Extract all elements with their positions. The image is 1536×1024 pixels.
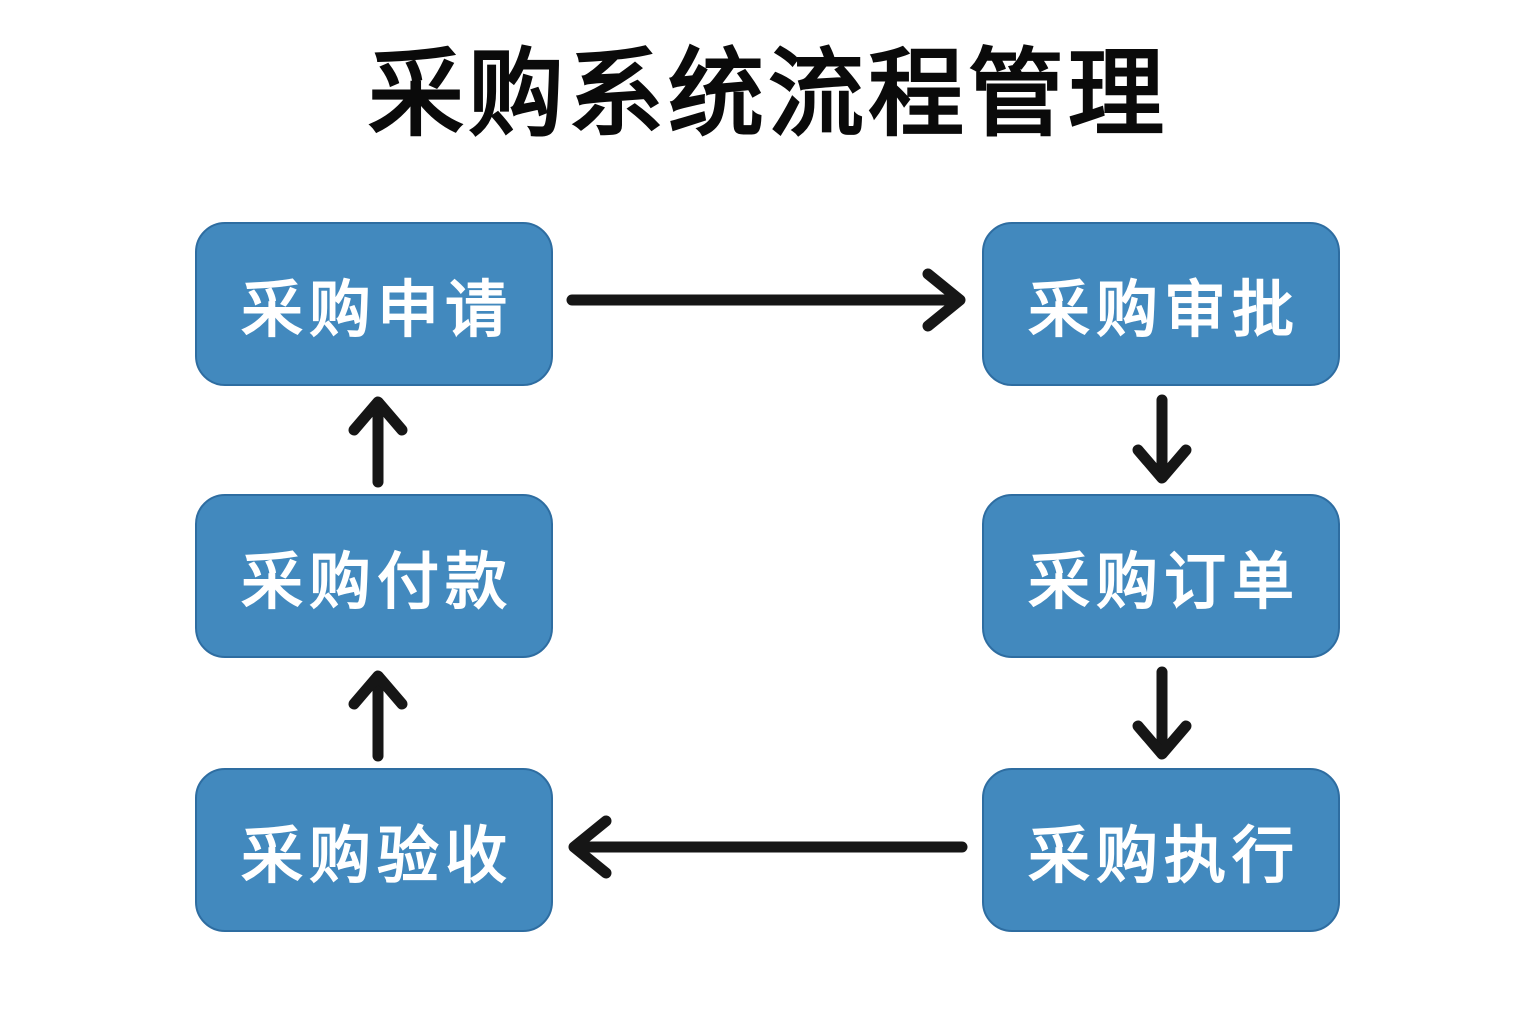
arrow-up-payment-to-request-icon — [348, 396, 408, 488]
arrow-left-execution-to-acceptance-icon — [568, 815, 968, 879]
arrow-up-acceptance-to-payment-icon — [348, 670, 408, 762]
flow-node-purchase-execution-label: 采购执行 — [1027, 819, 1300, 892]
flow-node-purchase-acceptance: 采购验收 — [195, 768, 553, 932]
arrow-down-approval-to-order-icon — [1132, 394, 1192, 484]
flow-node-purchase-payment-label: 采购付款 — [240, 545, 513, 618]
flow-node-purchase-request: 采购申请 — [195, 222, 553, 386]
flow-node-purchase-payment: 采购付款 — [195, 494, 553, 658]
flow-node-purchase-approval: 采购审批 — [982, 222, 1340, 386]
arrow-right-request-to-approval-icon — [566, 268, 966, 332]
arrow-down-order-to-execution-icon — [1132, 666, 1192, 760]
flow-node-purchase-order: 采购订单 — [982, 494, 1340, 658]
flow-node-purchase-execution: 采购执行 — [982, 768, 1340, 932]
flow-node-purchase-acceptance-label: 采购验收 — [240, 819, 513, 892]
page-title: 采购系统流程管理 — [368, 38, 1168, 150]
flow-node-purchase-approval-label: 采购审批 — [1027, 273, 1300, 346]
flow-node-purchase-order-label: 采购订单 — [1027, 545, 1300, 618]
flow-node-purchase-request-label: 采购申请 — [240, 273, 513, 346]
